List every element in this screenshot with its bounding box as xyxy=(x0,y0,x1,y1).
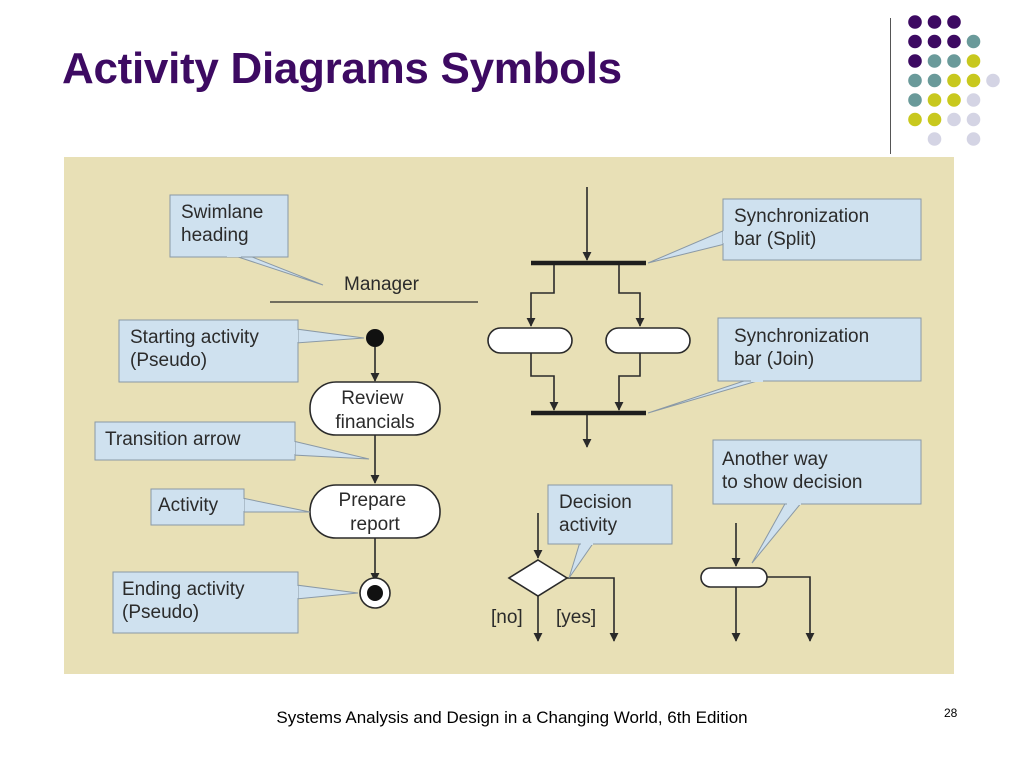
decorative-dot xyxy=(927,15,942,29)
decorative-dot xyxy=(927,34,942,49)
decorative-dot xyxy=(908,54,922,68)
decorative-dot xyxy=(947,34,961,49)
parallel-activity-right xyxy=(605,327,691,354)
callout-pointer-join xyxy=(751,379,763,382)
callout-pointer-join xyxy=(723,231,726,243)
activity-prepare-label: Prepare report xyxy=(339,490,412,535)
activity-diagram: Manager Review financials Prepare report… xyxy=(64,157,954,674)
decorative-dot xyxy=(927,132,942,146)
callout-ending-activity xyxy=(112,571,299,634)
callout-pointer-join xyxy=(227,254,241,257)
callout-ending-activity-text: Ending activity (Pseudo) xyxy=(122,579,250,623)
callout-another-way-text: Another way to show decision xyxy=(722,449,862,493)
guard-yes-label: [yes] xyxy=(556,607,596,628)
callout-pointer-join xyxy=(295,586,298,598)
activity-review-label: Review financials xyxy=(335,388,414,433)
ending-activity-core xyxy=(367,585,383,601)
transition-arrow xyxy=(614,353,641,411)
guard-no-label: [no] xyxy=(491,607,523,628)
decorative-dot xyxy=(966,73,981,88)
callout-activity xyxy=(150,488,245,526)
callout-transition-arrow-text: Transition arrow xyxy=(105,429,241,450)
callout-sync-join xyxy=(717,317,922,382)
decorative-dot xyxy=(927,73,942,88)
swimlane-heading-label: Manager xyxy=(344,274,420,295)
page-number: 28 xyxy=(944,706,958,720)
callout-swimlane-heading-text: Swimlane heading xyxy=(181,202,269,246)
decorative-dot xyxy=(947,73,961,88)
parallel-activity-left xyxy=(487,327,573,354)
transition-arrow xyxy=(530,353,559,411)
callout-transition-arrow xyxy=(94,421,296,461)
decorative-dot xyxy=(947,15,961,29)
decorative-dot xyxy=(908,34,922,49)
callout-pointer-join xyxy=(292,442,295,454)
callout-pointer-join xyxy=(787,502,801,505)
decorative-dots xyxy=(908,15,1000,146)
callout-decision-activity xyxy=(547,484,673,545)
decorative-dot xyxy=(966,34,981,49)
callout-another-way xyxy=(712,439,922,505)
decorative-dot xyxy=(947,54,961,68)
callout-starting-activity xyxy=(118,319,299,383)
decorative-dot xyxy=(908,93,922,107)
slide-title: Activity Diagrams Symbols xyxy=(62,44,622,93)
decorative-dot xyxy=(927,112,942,127)
decorative-dot xyxy=(947,93,961,107)
decorative-dot xyxy=(927,93,942,107)
transition-arrow xyxy=(767,576,815,642)
transition-arrow xyxy=(567,577,619,642)
starting-activity-node xyxy=(366,329,384,347)
decorative-dot xyxy=(966,112,981,127)
callout-sync-split-text: Synchronization bar (Split) xyxy=(734,206,874,250)
decorative-dot xyxy=(927,54,942,68)
decorative-dot xyxy=(986,73,1000,88)
callout-pointer-join xyxy=(241,499,244,511)
slide-footer: Systems Analysis and Design in a Changin… xyxy=(276,708,748,727)
divider-line xyxy=(890,18,891,154)
callout-sync-join-text: Synchronization bar (Join) xyxy=(734,326,874,370)
callout-pointer-join xyxy=(581,542,593,545)
transition-arrow xyxy=(618,265,645,327)
decorative-dot xyxy=(908,112,922,127)
decorative-dot xyxy=(908,15,922,29)
decision-activity-node xyxy=(700,567,768,588)
transition-arrow xyxy=(526,265,555,327)
decorative-dot xyxy=(908,73,922,88)
callout-pointer-join xyxy=(295,330,298,342)
decorative-dot xyxy=(966,54,981,68)
decorative-dot xyxy=(966,93,981,107)
callout-activity-text: Activity xyxy=(158,495,219,516)
callout-decision-activity-text: Decision activity xyxy=(559,492,637,536)
decorative-dot xyxy=(947,112,961,127)
callout-sync-split xyxy=(722,198,922,261)
decorative-dot xyxy=(966,132,981,146)
callout-starting-activity-text: Starting activity (Pseudo) xyxy=(130,327,264,371)
